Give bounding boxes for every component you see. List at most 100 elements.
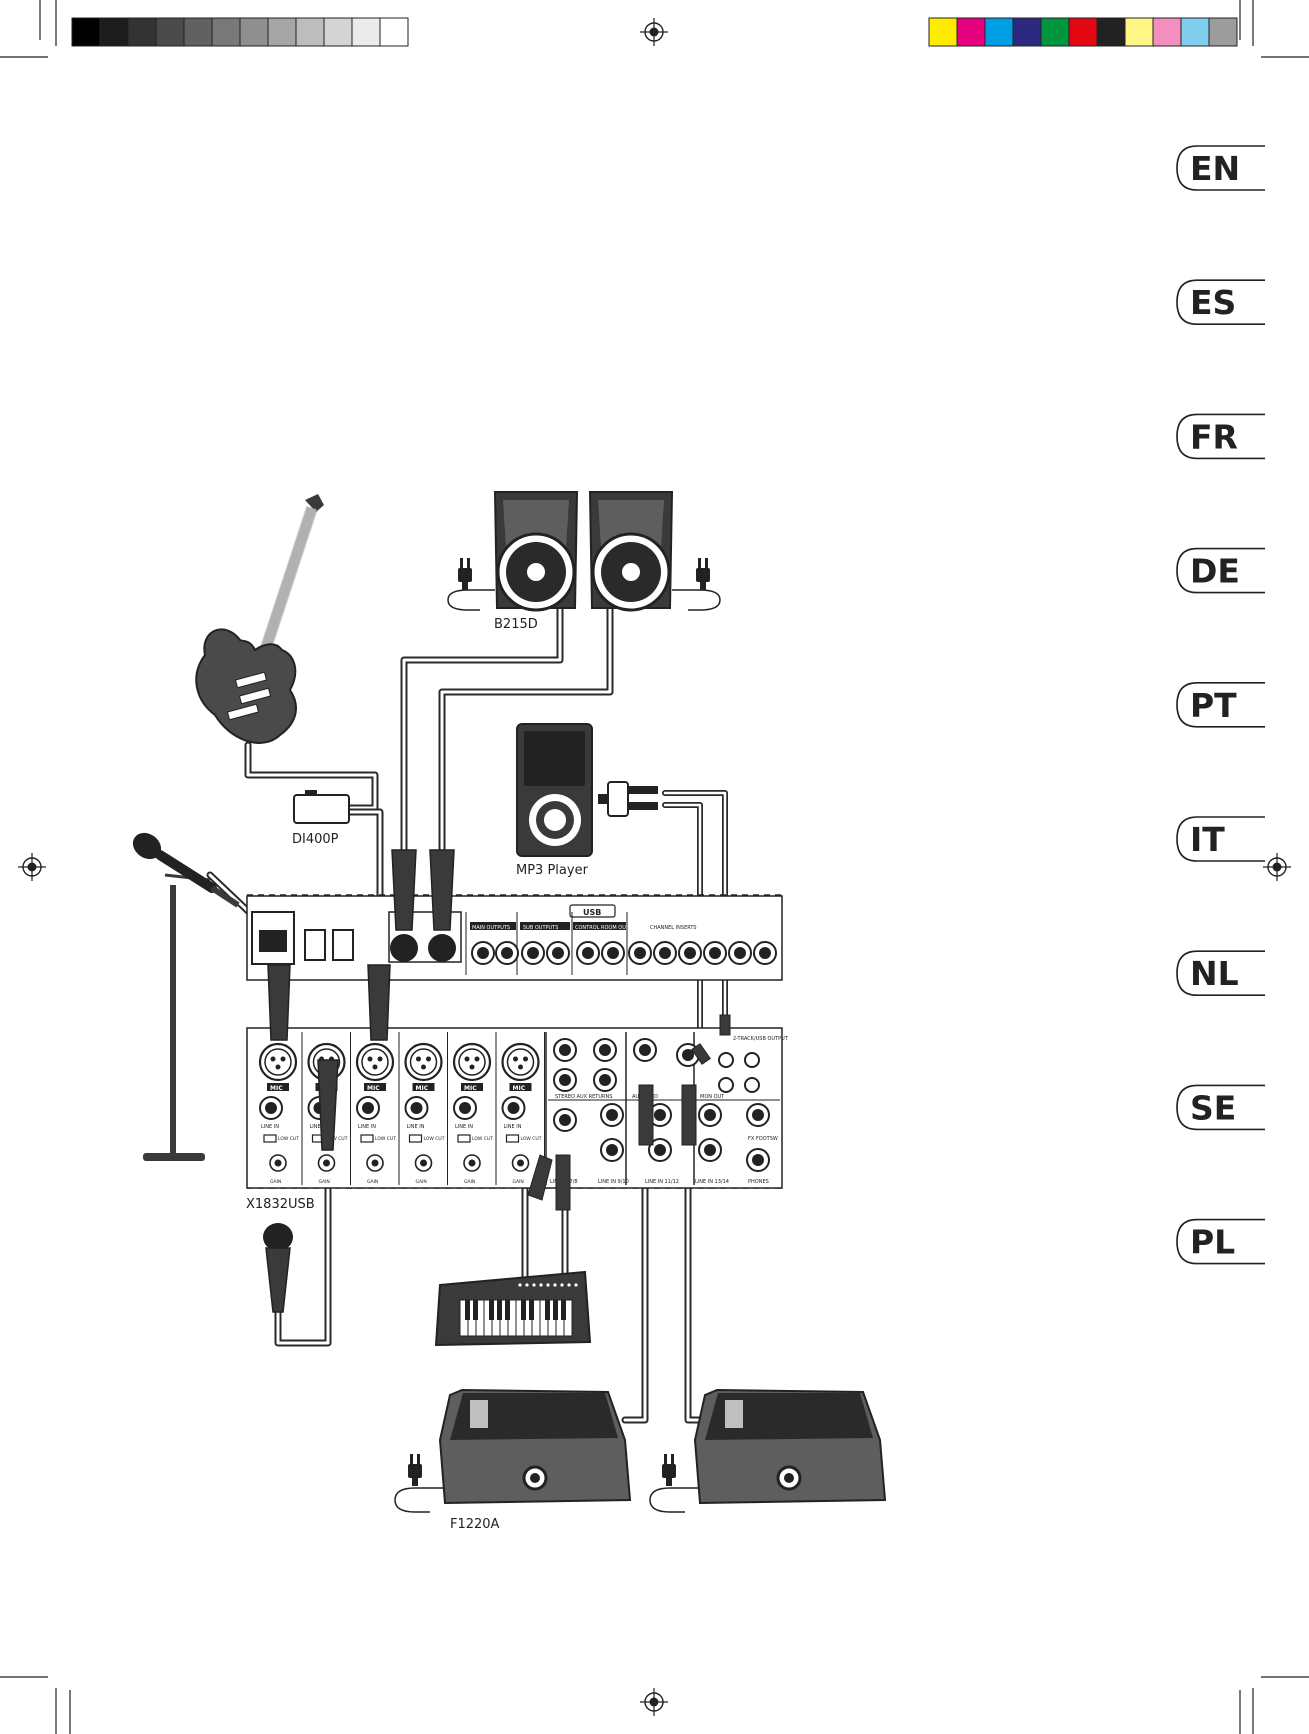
electric-guitar bbox=[195, 494, 324, 744]
language-tab-pl[interactable]: PL bbox=[1176, 1218, 1265, 1265]
line-in-label: LINE IN bbox=[358, 1124, 376, 1130]
power-plug-icon bbox=[696, 558, 710, 590]
mic-label: MIC bbox=[513, 1085, 526, 1092]
color-swatch bbox=[956, 17, 986, 47]
line-input[interactable] bbox=[453, 1096, 477, 1120]
channel-strip: MIC LINE IN LOW CUT GAIN bbox=[355, 1032, 400, 1185]
color-swatch bbox=[1208, 17, 1238, 47]
gain-label: GAIN bbox=[270, 1179, 281, 1185]
grayscale-swatch bbox=[351, 17, 381, 47]
low-cut-label: LOW CUT bbox=[472, 1136, 493, 1142]
language-tab-label: NL bbox=[1190, 954, 1239, 993]
stereo-input-11-12: LINE IN 11/12 bbox=[645, 1179, 679, 1185]
line-in-label: LINE IN bbox=[261, 1124, 279, 1130]
low-cut-label: LOW CUT bbox=[424, 1136, 445, 1142]
speaker-right bbox=[588, 491, 674, 612]
low-cut-label: LOW CUT bbox=[278, 1136, 299, 1142]
grayscale-swatch bbox=[379, 17, 409, 47]
speaker-left bbox=[493, 491, 579, 612]
mic-label: MIC bbox=[367, 1085, 380, 1092]
gain-knob[interactable] bbox=[366, 1154, 384, 1172]
language-tab-nl[interactable]: NL bbox=[1176, 950, 1265, 996]
grayscale-swatch bbox=[295, 17, 325, 47]
usb-badge: USB bbox=[583, 908, 601, 917]
low-cut-switch[interactable] bbox=[505, 1134, 520, 1143]
language-tab-label: EN bbox=[1190, 149, 1240, 188]
stereo-input-9-10: LINE IN 9/10 bbox=[598, 1179, 629, 1185]
gain-knob[interactable] bbox=[463, 1154, 481, 1172]
language-tab-se[interactable]: SE bbox=[1176, 1084, 1265, 1131]
mic-label: MIC bbox=[270, 1085, 283, 1092]
mixer-stereo-section bbox=[553, 1038, 770, 1172]
language-tab-es[interactable]: ES bbox=[1176, 279, 1265, 325]
di-box-label: DI400P bbox=[292, 832, 339, 847]
power-plug-icon bbox=[408, 1454, 422, 1486]
mic-label: MIC bbox=[464, 1085, 477, 1092]
microphone-stand bbox=[132, 832, 240, 1161]
low-cut-label: LOW CUT bbox=[375, 1136, 396, 1142]
monitor-label: F1220A bbox=[450, 1517, 500, 1532]
gain-knob[interactable] bbox=[511, 1154, 530, 1172]
monitor-power-cords bbox=[394, 1487, 700, 1513]
handheld-microphone bbox=[263, 1223, 293, 1313]
phones-label: PHONES bbox=[748, 1179, 769, 1185]
registration-mark-icon bbox=[1262, 852, 1292, 882]
registration-mark-icon bbox=[17, 852, 47, 882]
color-swatch bbox=[984, 17, 1014, 47]
low-cut-switch[interactable] bbox=[263, 1134, 277, 1143]
rear-section-main-outputs: MAIN OUTPUTS bbox=[472, 925, 510, 931]
xlr-connector-icon bbox=[390, 849, 456, 962]
language-tab-fr[interactable]: FR bbox=[1176, 413, 1265, 460]
gain-knob[interactable] bbox=[269, 1154, 287, 1172]
color-swatch bbox=[1180, 17, 1210, 47]
speaker-label: B215D bbox=[494, 617, 538, 632]
mixer-rear-panel: USB MAIN OUTPUTS SUB OUTPUTS CONTROL ROO… bbox=[246, 894, 785, 981]
line-in-label: LINE IN bbox=[504, 1124, 522, 1130]
xlr-input[interactable] bbox=[452, 1042, 492, 1082]
grayscale-swatch bbox=[155, 17, 185, 47]
gain-label: GAIN bbox=[464, 1179, 475, 1185]
grayscale-calibration-bar bbox=[71, 17, 409, 47]
low-cut-switch[interactable] bbox=[360, 1134, 374, 1143]
line-input[interactable] bbox=[259, 1096, 283, 1120]
line-input[interactable] bbox=[501, 1096, 526, 1120]
mixer-label: X1832USB bbox=[246, 1197, 315, 1212]
color-swatch bbox=[1152, 17, 1182, 47]
registration-mark-icon bbox=[639, 1687, 669, 1717]
grayscale-swatch bbox=[99, 17, 129, 47]
color-swatch bbox=[1096, 17, 1126, 47]
color-swatch bbox=[928, 17, 958, 47]
channel-strip: MIC LINE IN LOW CUT GAIN bbox=[258, 1032, 303, 1185]
xlr-input[interactable] bbox=[501, 1042, 540, 1082]
power-plug-icon bbox=[662, 1454, 676, 1486]
line-input[interactable] bbox=[404, 1096, 429, 1120]
xlr-connector-icon bbox=[267, 964, 391, 1151]
rear-section-sub-outputs: SUB OUTPUTS bbox=[523, 925, 558, 931]
grayscale-swatch bbox=[71, 17, 101, 47]
gain-knob[interactable] bbox=[414, 1154, 433, 1172]
mon-out-label: MON OUT bbox=[700, 1094, 725, 1100]
grayscale-swatch bbox=[127, 17, 157, 47]
xlr-input[interactable] bbox=[404, 1042, 443, 1082]
xlr-input[interactable] bbox=[355, 1042, 395, 1082]
language-tab-de[interactable]: DE bbox=[1176, 547, 1265, 594]
low-cut-switch[interactable] bbox=[408, 1134, 423, 1143]
registration-mark-icon bbox=[639, 17, 669, 47]
floor-monitor-left bbox=[438, 1388, 632, 1505]
grayscale-swatch bbox=[239, 17, 269, 47]
line-input[interactable] bbox=[356, 1096, 380, 1120]
low-cut-label: LOW CUT bbox=[521, 1136, 542, 1142]
gain-knob[interactable] bbox=[317, 1154, 336, 1172]
line-in-label: LINE IN bbox=[407, 1124, 425, 1130]
grayscale-swatch bbox=[323, 17, 353, 47]
rear-section-channel-inserts: CHANNEL INSERTS bbox=[650, 925, 697, 931]
language-tab-it[interactable]: IT bbox=[1176, 816, 1265, 862]
gain-label: GAIN bbox=[367, 1179, 378, 1185]
color-swatch bbox=[1124, 17, 1154, 47]
language-tab-en[interactable]: EN bbox=[1176, 145, 1265, 191]
low-cut-switch[interactable] bbox=[457, 1134, 471, 1143]
xlr-input[interactable] bbox=[258, 1042, 298, 1082]
language-tab-pt[interactable]: PT bbox=[1176, 682, 1265, 728]
